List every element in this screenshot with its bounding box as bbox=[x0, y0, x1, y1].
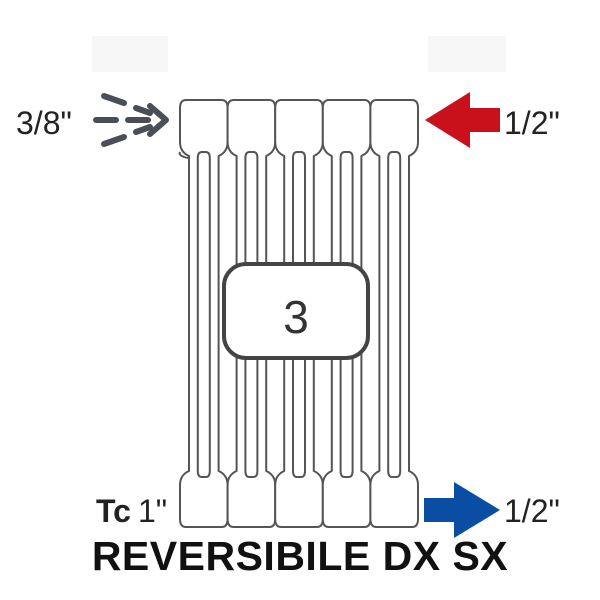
backdrop-patch-left bbox=[92, 36, 168, 72]
section-count-box bbox=[222, 262, 370, 360]
dashed-arrow-stroke bbox=[101, 134, 127, 147]
top-right-connection-label: 1/2" bbox=[504, 105, 560, 141]
dashed-arrow-icon bbox=[93, 93, 169, 147]
dashed-arrow-head bbox=[147, 103, 169, 137]
dashed-arrow-stroke bbox=[133, 124, 153, 135]
dashed-arrow-stroke bbox=[133, 105, 153, 116]
bottom-left-connection-label: 1" bbox=[138, 493, 167, 529]
diagram-title: REVERSIBILE DX SX bbox=[91, 533, 509, 579]
outlet-arrow-icon bbox=[424, 482, 500, 538]
bottom-left-connection-prefix: Tc bbox=[96, 493, 131, 529]
bottom-right-connection-label: 1/2" bbox=[504, 493, 560, 529]
inlet-arrow-icon bbox=[425, 92, 500, 148]
dashed-arrow-stroke bbox=[101, 93, 127, 106]
backdrop-patch-right bbox=[428, 36, 506, 72]
radiator-column-channel bbox=[387, 151, 402, 478]
radiator-header-top bbox=[178, 151, 189, 159]
radiator-column-channel bbox=[196, 151, 211, 478]
section-count-label: 3 bbox=[283, 291, 309, 343]
top-left-connection-label: 3/8" bbox=[16, 105, 72, 141]
